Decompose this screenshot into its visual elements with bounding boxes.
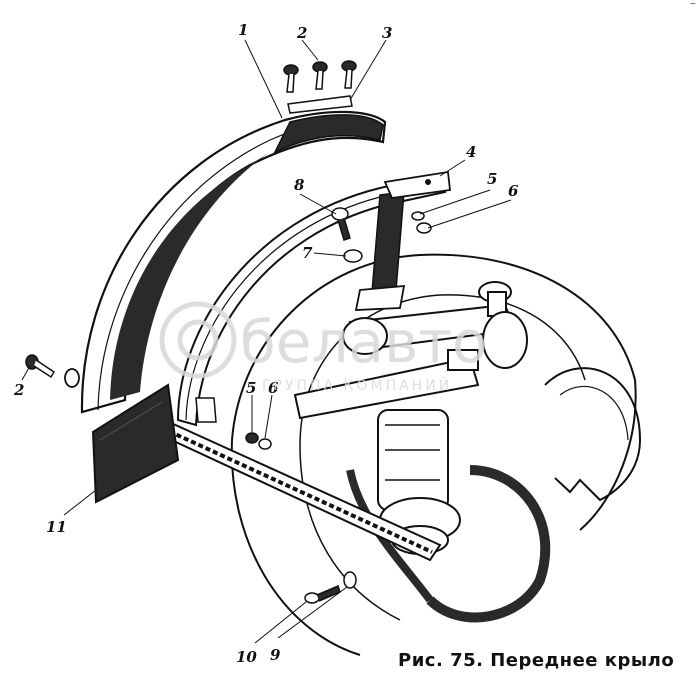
tie-rod-assembly [293, 281, 528, 420]
corner-mark: – [690, 0, 696, 10]
tire-outline-lower [230, 439, 361, 656]
bolt-2-left [25, 354, 56, 379]
fasteners [25, 60, 432, 604]
tire-inner-edge [299, 294, 586, 446]
bracket-4-foot [354, 284, 406, 311]
figure-caption: Рис. 75. Переднее крыло [398, 650, 675, 671]
callout-5-lower: 5 [246, 379, 256, 397]
callout-8: 8 [294, 176, 305, 194]
callout-4: 4 [466, 143, 476, 161]
bracket-lug [195, 397, 217, 423]
mud-flap-edge [99, 401, 163, 441]
callout-11: 11 [46, 518, 67, 536]
mud-flap-panel [91, 383, 180, 504]
watermark-brand: белавто [240, 308, 488, 376]
stay-rod-rib [161, 426, 433, 554]
washer-6-lower [258, 438, 272, 450]
fender-bracket [148, 170, 451, 562]
tie-rod [293, 356, 480, 420]
clamp-strip-3 [287, 95, 353, 114]
brake-drum [544, 367, 642, 502]
brake-drum-rim [559, 385, 629, 441]
callout-2-left: 2 [13, 381, 24, 399]
watermark: белавто ГРУППА КОМПАНИЙ [159, 301, 488, 394]
wheel-assembly [230, 253, 642, 656]
callout-6-lower: 6 [268, 379, 279, 397]
tie-rod-clamp [447, 349, 479, 371]
leader-lines [21, 39, 512, 644]
mud-flap [91, 383, 180, 504]
bracket-hole [425, 179, 431, 185]
bolt-2-top-a [283, 64, 299, 93]
arm-ball-joint [342, 317, 388, 355]
watermark-logo-core [177, 319, 219, 361]
fender-mount-eye [64, 368, 80, 388]
bolt-2-top-c [341, 60, 357, 89]
fender-top-flange [273, 114, 384, 154]
watermark-logo-ring [159, 301, 237, 379]
washer-6-upper [416, 222, 432, 234]
washer-7 [343, 249, 363, 263]
callout-2-top: 2 [296, 24, 307, 42]
callout-1: 1 [238, 21, 248, 39]
callout-7: 7 [302, 244, 313, 262]
bolt-10 [304, 584, 341, 604]
fender-panel [64, 110, 387, 414]
watermark-tagline: ГРУППА КОМПАНИЙ [262, 376, 452, 394]
tie-rod-end [482, 311, 528, 369]
fender-shaded-band [110, 152, 270, 400]
tire-outline [231, 253, 637, 531]
callout-3: 3 [382, 24, 392, 42]
bolt-8 [331, 207, 351, 241]
callout-5-upper: 5 [487, 170, 497, 188]
bolt-2-top-b [312, 61, 328, 90]
nut-5-lower [245, 432, 259, 444]
bracket-4-top [383, 170, 451, 199]
callout-6-upper: 6 [508, 182, 519, 200]
kingpin-detail [385, 424, 440, 481]
callout-9: 9 [270, 646, 281, 664]
tire-inner-edge-lower [299, 444, 401, 621]
washer-9 [343, 571, 357, 589]
hub-ring [426, 465, 551, 623]
callout-labels: 1 2 3 4 5 6 8 7 2 5 6 11 10 9 [13, 21, 519, 666]
callout-10: 10 [236, 648, 257, 666]
